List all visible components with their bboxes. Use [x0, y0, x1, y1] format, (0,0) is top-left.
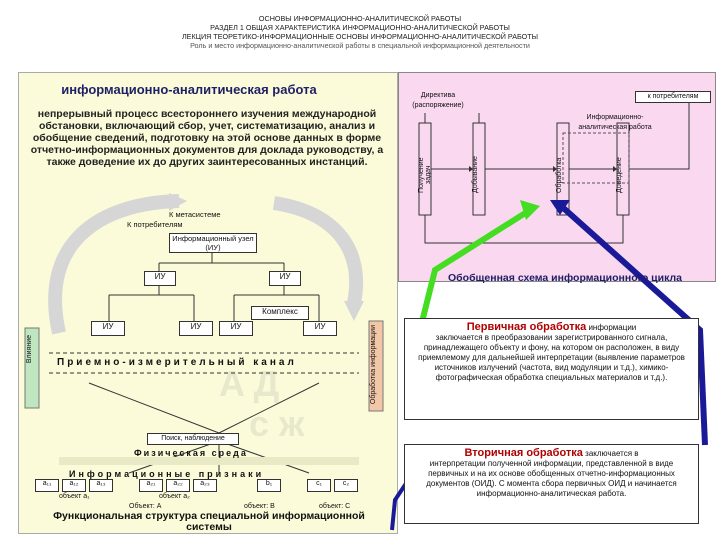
signs-group-a: a₁₁ a₁₂ a₁₃ [35, 479, 113, 492]
header-line-4: Роль и место информационно-аналитической… [190, 41, 530, 50]
primary-term-rest: информации [586, 323, 637, 332]
ia-work-label: Информационно-аналитическая работа [578, 114, 652, 131]
sign-a13: a₁₃ [89, 479, 113, 492]
stage-processing: Обработка [556, 157, 563, 193]
physical-env-band [59, 457, 359, 465]
sign-a22: a₂₂ [166, 479, 190, 492]
watermark-2: с ж [249, 403, 305, 444]
influence-channel [24, 327, 40, 409]
to-metasystem-label: К метасистеме [169, 210, 221, 219]
secondary-term-rest: заключается в [582, 449, 639, 458]
sign-c2: c₂ [334, 479, 358, 492]
search-line [88, 382, 220, 434]
info-signs-label: Информационные признаки [69, 469, 265, 479]
header-line-2: РАЗДЕЛ 1 ОБЩАЯ ХАРАКТЕРИСТИКА ИНФОРМАЦИО… [210, 23, 510, 32]
cycle-arc-right [272, 196, 364, 305]
iu-node: ИУ [91, 321, 125, 336]
structure-caption: Функциональная структура специальной инф… [53, 510, 365, 533]
info-cycle-panel: Директива (распоряжение) к потребителям … [398, 72, 716, 282]
ia-work-frame [562, 132, 630, 184]
slide-header: ОСНОВЫ ИНФОРМАЦИОННО-АНАЛИТИЧЕСКОЙ РАБОТ… [0, 0, 720, 70]
secondary-term: Вторичная обработка [464, 447, 583, 459]
cycle-arc-left [48, 194, 180, 335]
search-line [218, 382, 320, 434]
physical-env-label: Физическая среда [134, 448, 248, 458]
to-consumers-box: к потребителям [635, 91, 711, 103]
feedback-line [424, 215, 624, 244]
influence-label: Влияние [26, 335, 33, 364]
channel-label: Приемно-измерительный канал [57, 357, 297, 368]
function-structure-diagram [24, 193, 384, 474]
cycle-caption: Обобщенная схема информационного цикла [448, 272, 682, 284]
stage-receiving-tasks: Получение задач [418, 157, 432, 193]
processing-label: Обработка информации [370, 325, 377, 405]
arrowhead [613, 166, 617, 172]
search-box: Поиск, наблюдение [147, 433, 239, 445]
iu-node: ИУ [179, 321, 213, 336]
secondary-text: интерпретации полученной информации, пре… [426, 459, 677, 498]
sign-a12: a₁₂ [62, 479, 86, 492]
iu-node: ИУ [269, 271, 301, 286]
header-line-1: ОСНОВЫ ИНФОРМАЦИОННО-АНАЛИТИЧЕСКОЙ РАБОТ… [258, 14, 462, 23]
arrowhead [469, 166, 473, 172]
to-consumers-label: К потребителям [127, 220, 183, 229]
sign-a23: a₂₃ [193, 479, 217, 492]
cycle-arrowhead-left [169, 193, 187, 211]
directive-label: Директива (распоряжение) [412, 92, 464, 109]
stage-delivery: Доведение [616, 157, 623, 193]
sign-b1: b₁ [257, 479, 281, 492]
sign-c1: c₁ [307, 479, 331, 492]
iu-node: ИУ [219, 321, 253, 336]
object-a1-label: объект а₁ [59, 493, 90, 500]
signs-group-d: b₁ [257, 479, 281, 492]
object-a2-label: объект а₂ [159, 493, 190, 500]
object-a-label: Объект: А [129, 503, 162, 510]
sign-a21: a₂₁ [139, 479, 163, 492]
iu-node: ИУ [303, 321, 337, 336]
object-c-label: объект: С [319, 503, 351, 510]
signs-group-b: a₂₁ a₂₂ a₂₃ [139, 479, 217, 492]
cycle-arrowhead-right [344, 301, 364, 321]
primary-text: заключается в преобразовании зарегистрир… [418, 333, 685, 382]
stage-acquisition: Добывание [472, 156, 479, 194]
info-node-box: Информационный узел (ИУ) [169, 233, 257, 253]
processing-channel [368, 320, 384, 412]
flow-line [629, 103, 690, 170]
object-b-label: объект: В [244, 503, 275, 510]
ia-definition: непрерывный процесс всестороннего изучен… [30, 108, 384, 168]
ia-title: информационно-аналитическая работа [61, 82, 317, 97]
sign-a11: a₁₁ [35, 479, 59, 492]
secondary-processing-box: Вторичная обработка заключается в интерп… [404, 444, 699, 524]
complex-node: Комплекс [251, 306, 309, 320]
header-line-3: ЛЕКЦИЯ ТЕОРЕТИКО-ИНФОРМАЦИОННЫЕ ОСНОВЫ И… [181, 32, 539, 41]
left-panel: информационно-аналитическая работа непре… [18, 72, 398, 534]
iu-node: ИУ [144, 271, 176, 286]
primary-term: Первичная обработка [466, 321, 587, 333]
watermark: A Д [219, 363, 280, 404]
signs-group-c: c₁ c₂ [307, 479, 358, 492]
primary-processing-box: Первичная обработка информации заключает… [404, 318, 699, 420]
arrowhead [553, 166, 557, 172]
